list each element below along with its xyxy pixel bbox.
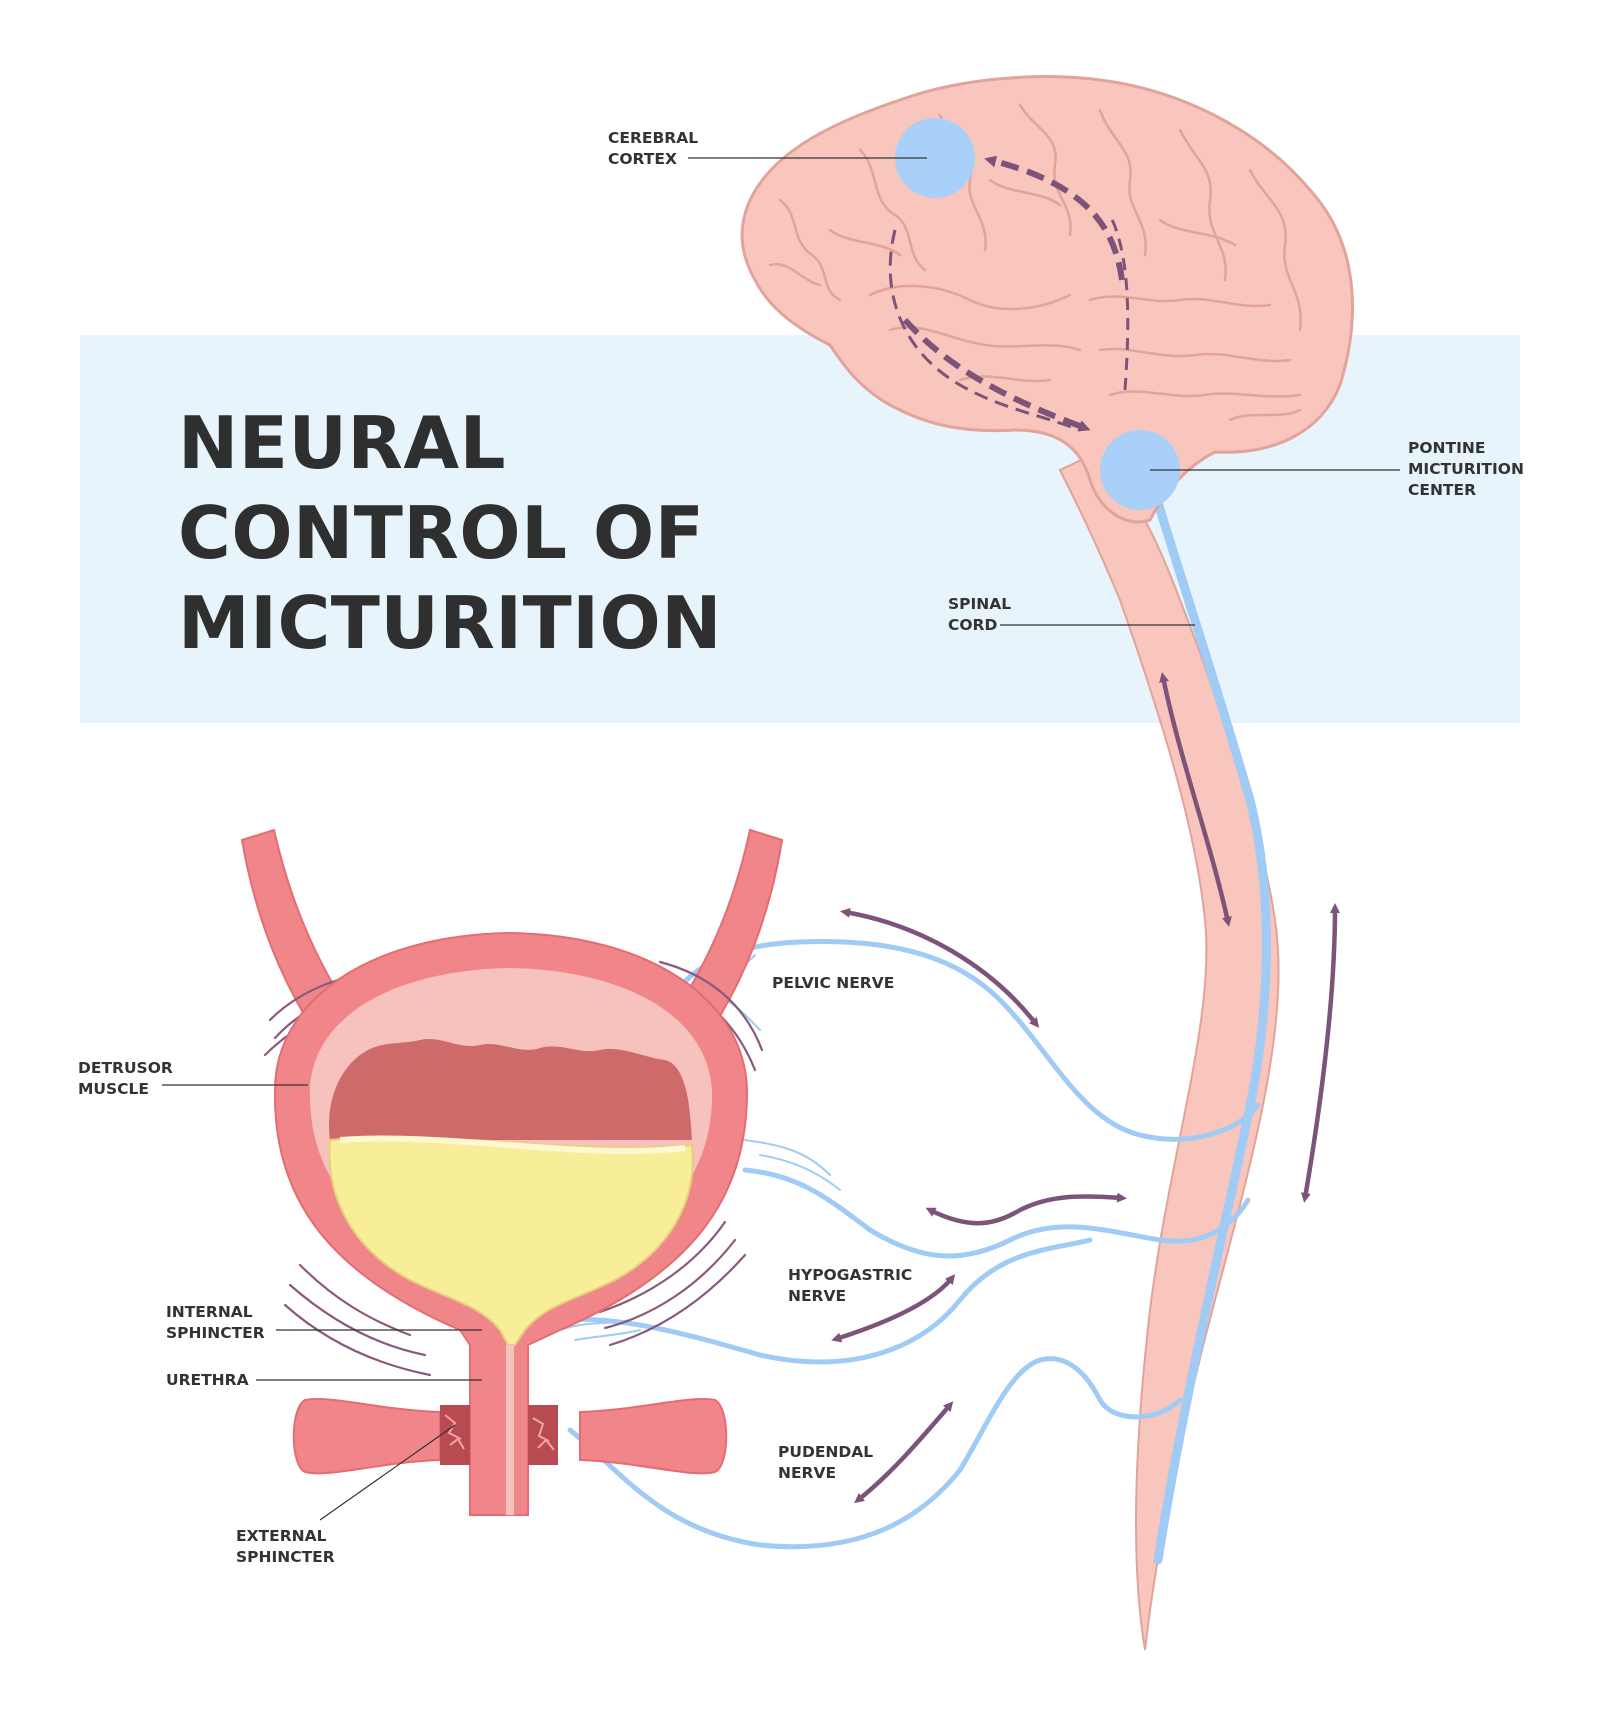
label-urethra-line-1: URETHRA [166,1371,249,1389]
title-line-2: CONTROL OF [178,491,705,575]
pmc-to-cortex-dashed-line [1108,214,1130,391]
label-spinal-cord-line-1: SPINAL [948,595,1012,613]
urine [328,1136,694,1346]
label-spinal-cord: SPINAL CORD [948,594,1011,636]
spinal-signal-arrow-lower [1300,903,1340,1203]
label-external-sphincter-line-2: SPHINCTER [236,1548,335,1566]
hypogastric-nerve-fibers [744,1139,841,1191]
branch-signal-arrow [831,1274,956,1343]
label-hypogastric-line-2: NERVE [788,1287,847,1305]
hypogastric-signal-arrow [925,1192,1127,1226]
label-detrusor-muscle: DETRUSOR MUSCLE [78,1058,173,1100]
label-spinal-cord-line-2: CORD [948,616,998,634]
pelvic-signal-arrow [840,907,1040,1028]
label-hypogastric-nerve: HYPOGASTRIC NERVE [788,1265,912,1307]
hypogastric-nerve [742,1167,1251,1259]
label-cerebral-cortex-line-1: CEREBRAL [608,129,699,147]
label-pudendal-nerve: PUDENDAL NERVE [778,1442,873,1484]
spinal-cord-nerve-channel [1143,465,1271,1565]
pelvic-nerve [657,939,1261,1142]
brain [740,75,1354,524]
label-pmc-line-2: MICTURITION [1408,460,1524,478]
spinal-signal-arrow-upper [1159,672,1232,927]
pudendal-signal-arrow [854,1401,954,1504]
label-pmc-line-3: CENTER [1408,481,1477,499]
label-pelvic-nerve-line-1: PELVIC NERVE [772,974,895,992]
diagram-title: NEURAL CONTROL OF MICTURITION [178,398,722,668]
label-pudendal-line-1: PUDENDAL [778,1443,874,1461]
bladder [273,931,749,1516]
title-line-1: NEURAL [178,401,506,485]
cortex-to-pmc-pathway [888,229,1081,432]
label-internal-sphincter-line-1: INTERNAL [166,1303,253,1321]
label-external-sphincter: EXTERNAL SPHINCTER [236,1526,335,1568]
title-line-3: MICTURITION [178,581,722,665]
label-cerebral-cortex: CEREBRAL CORTEX [608,128,698,170]
label-pmc-line-1: PONTINE [1408,439,1486,457]
label-pelvic-nerve: PELVIC NERVE [772,973,894,994]
label-hypogastric-line-1: HYPOGASTRIC [788,1266,913,1284]
external-sphincter-leader [319,1424,456,1521]
cerebral-cortex-center [895,118,975,198]
detrusor-muscle-inner [329,1038,692,1140]
external-sphincter-muscle [292,1398,728,1475]
label-pontine-micturition-center: PONTINE MICTURITION CENTER [1408,438,1524,501]
label-detrusor-line-2: MUSCLE [78,1080,150,1098]
pudendal-nerve [567,1356,1183,1550]
label-internal-sphincter-line-2: SPHINCTER [166,1324,265,1342]
label-urethra: URETHRA [166,1370,249,1391]
label-internal-sphincter: INTERNAL SPHINCTER [166,1302,265,1344]
label-external-sphincter-line-1: EXTERNAL [236,1527,327,1545]
label-pudendal-line-2: NERVE [778,1464,837,1482]
label-cerebral-cortex-line-2: CORTEX [608,150,677,168]
pontine-micturition-center [1100,430,1180,510]
label-detrusor-line-1: DETRUSOR [78,1059,173,1077]
